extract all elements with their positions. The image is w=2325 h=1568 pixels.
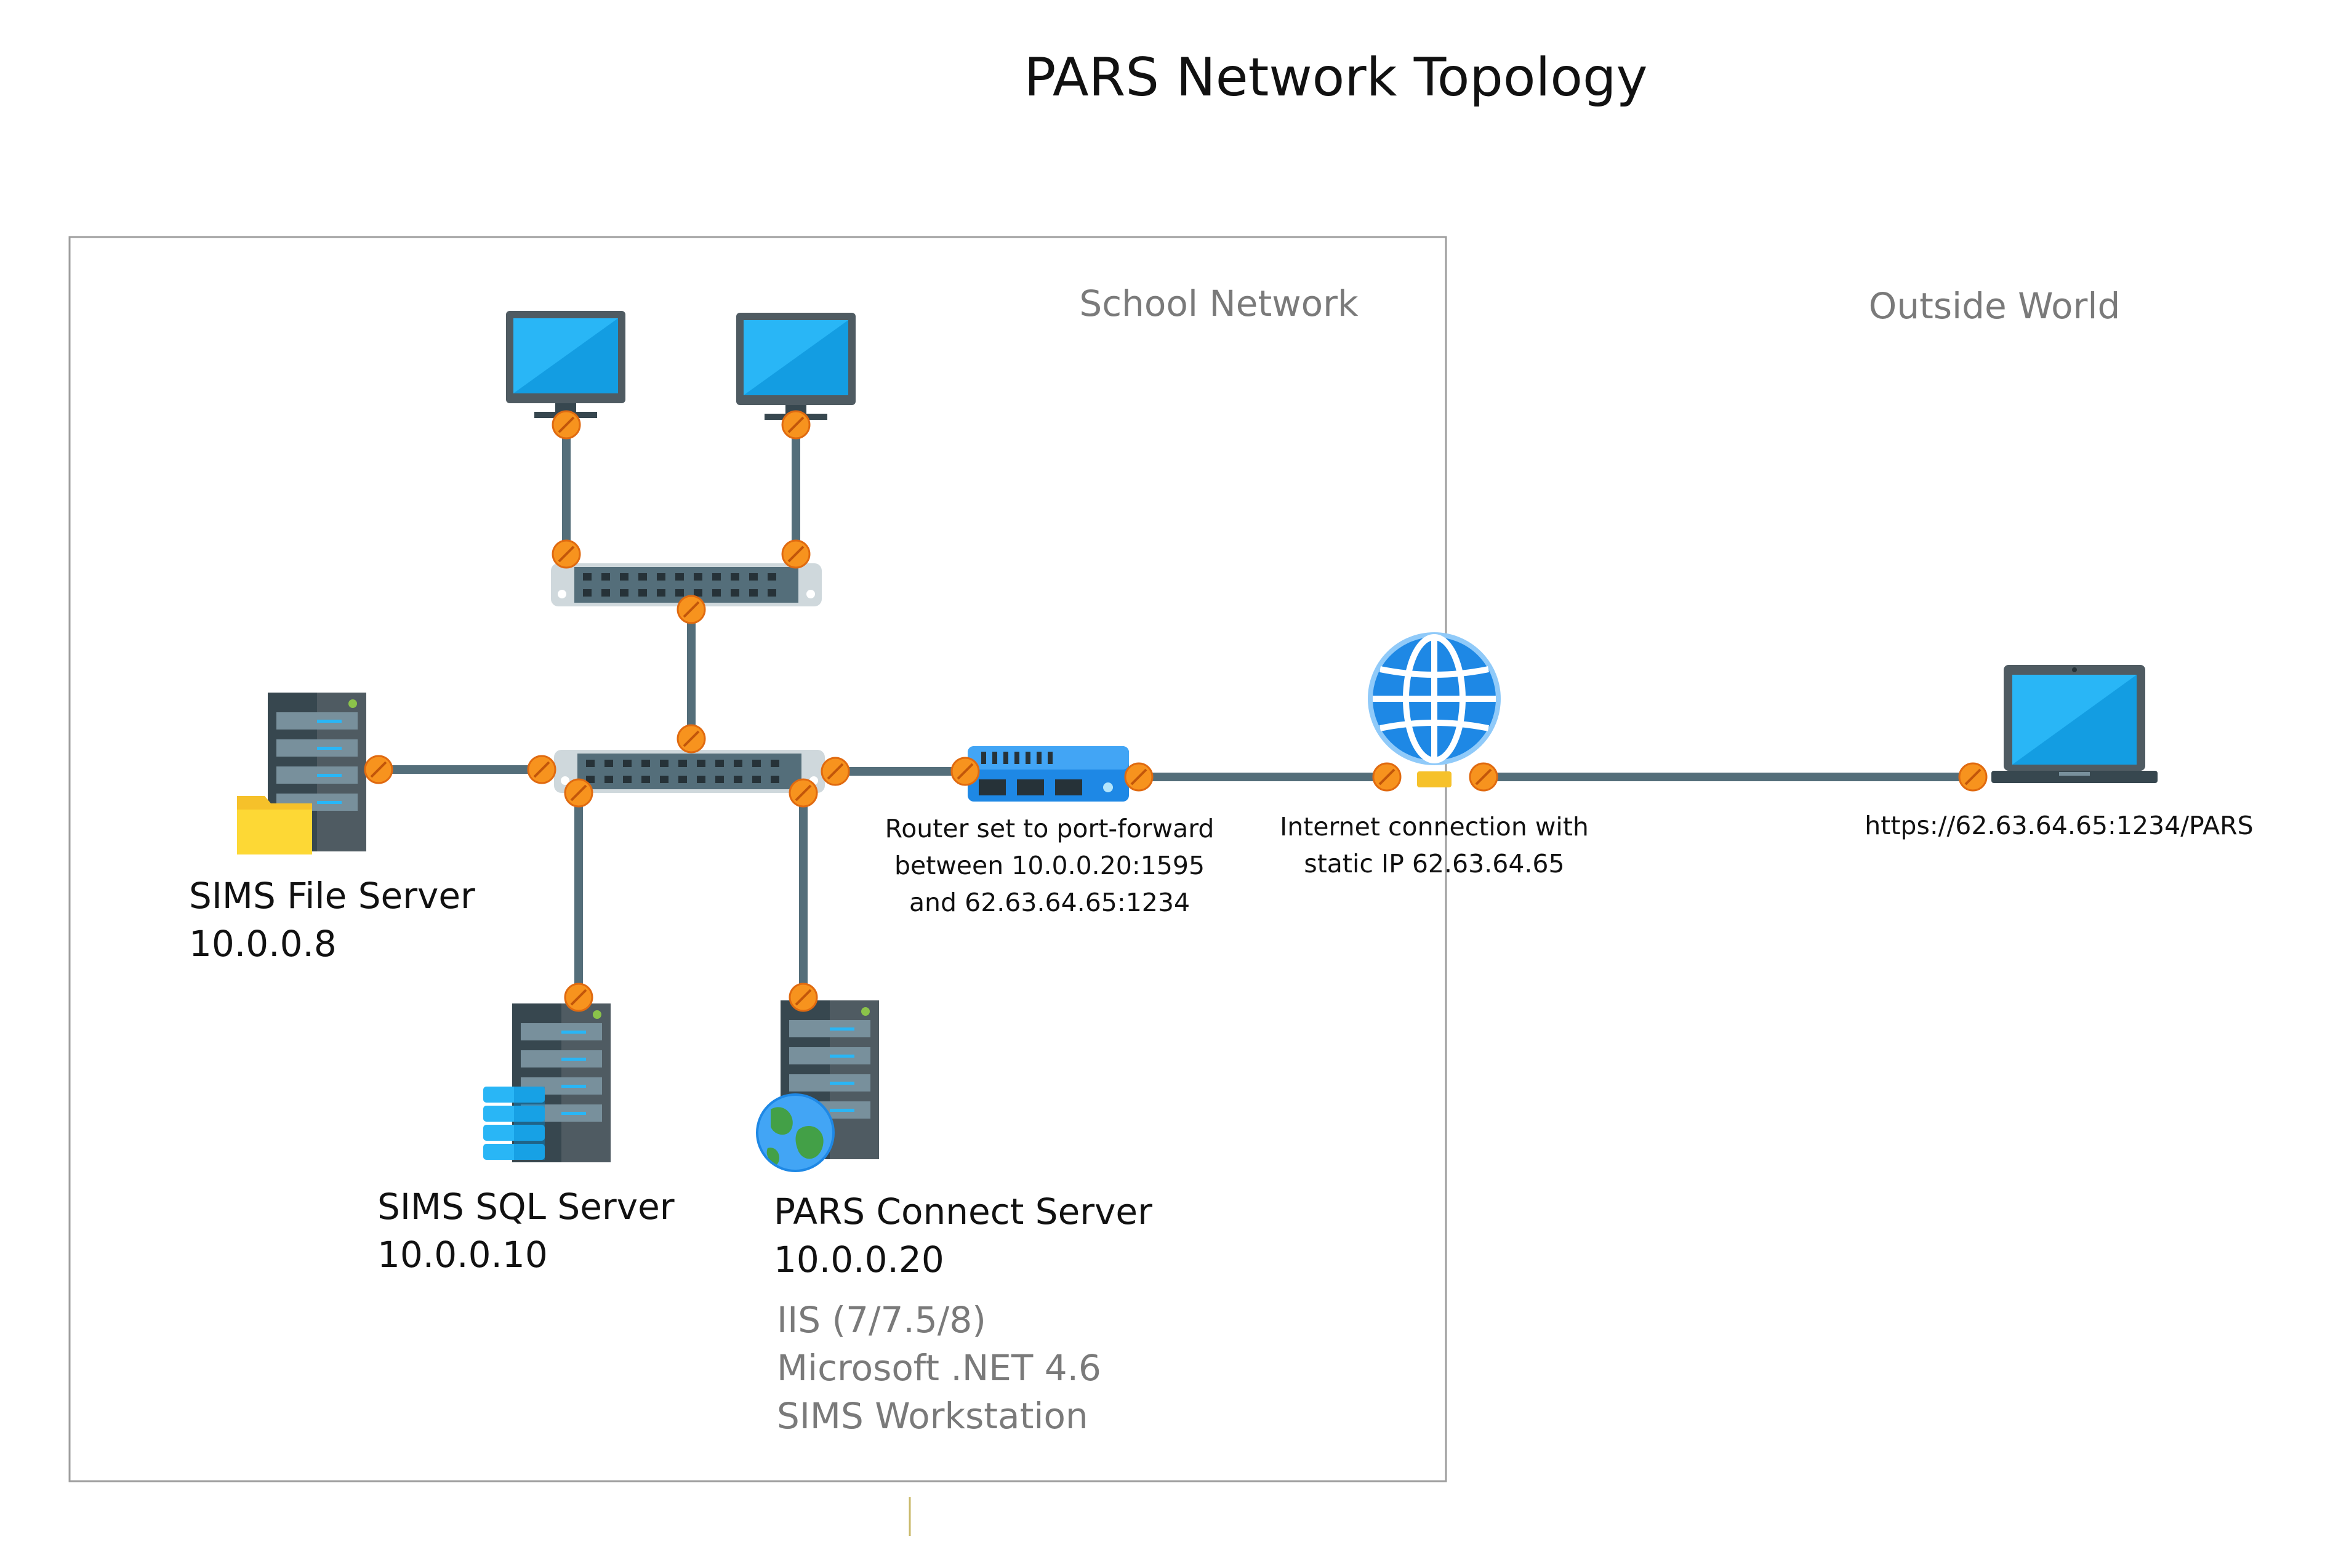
port-connector-icon [1958, 762, 1988, 792]
port-connector-icon [781, 410, 811, 440]
port-connectors [364, 410, 1988, 1012]
internet-note-line: Internet connection with [1280, 812, 1589, 842]
page-title: PARS Network Topology [1024, 47, 1647, 108]
pars-server-name: PARS Connect Server [774, 1191, 1152, 1232]
network-links [379, 425, 1973, 997]
school-network-label: School Network [1079, 283, 1359, 324]
internet-note-line: static IP 62.63.64.65 [1304, 849, 1564, 878]
sql-server: SIMS SQL Server 10.0.0.10 [377, 1003, 675, 1276]
folder-icon [237, 796, 312, 854]
port-connector-icon [564, 983, 593, 1012]
file-server-ip: 10.0.0.8 [189, 923, 337, 965]
outside-world-label: Outside World [1869, 285, 2121, 327]
globe-icon [756, 1093, 835, 1172]
school-network-zone [68, 236, 1447, 1482]
file-server-name: SIMS File Server [189, 875, 475, 917]
pars-connect-server: PARS Connect Server 10.0.0.20 IIS (7/7.5… [756, 1000, 1152, 1437]
file-server: SIMS File Server 10.0.0.8 [189, 693, 475, 965]
internet-globe-icon [1368, 632, 1501, 787]
router: Router set to port-forward between 10.0.… [885, 746, 1215, 917]
laptop-icon [1991, 665, 2158, 783]
port-connector-icon [781, 539, 811, 569]
pars-server-ip: 10.0.0.20 [774, 1239, 944, 1281]
pars-software-item: IIS (7/7.5/8) [777, 1299, 986, 1341]
port-connector-icon [552, 410, 581, 440]
port-connector-icon [1469, 762, 1498, 792]
sql-server-name: SIMS SQL Server [377, 1186, 675, 1228]
client-laptop: https://62.63.64.65:1234/PARS [1865, 665, 2254, 840]
sql-server-ip: 10.0.0.10 [377, 1234, 548, 1276]
port-connector-icon [364, 755, 393, 784]
port-connector-icon [527, 755, 556, 784]
switch-icon [554, 750, 825, 793]
port-connector-icon [821, 757, 850, 786]
port-connector-icon [789, 778, 818, 808]
database-icon [483, 1087, 545, 1160]
router-note-line: and 62.63.64.65:1234 [909, 888, 1190, 917]
port-connector-icon [677, 724, 706, 754]
port-connector-icon [1372, 762, 1402, 792]
monitor-icon [736, 313, 856, 420]
router-icon [968, 746, 1129, 802]
monitor-icon [506, 311, 625, 418]
port-connector-icon [789, 983, 818, 1012]
port-connector-icon [1124, 762, 1154, 792]
pars-software-item: SIMS Workstation [777, 1395, 1088, 1437]
port-connector-icon [677, 595, 706, 624]
router-note-line: between 10.0.0.20:1595 [894, 851, 1205, 880]
port-connector-icon [552, 539, 581, 569]
port-connector-icon [950, 757, 980, 786]
internet: Internet connection with static IP 62.63… [1280, 632, 1589, 878]
client-url[interactable]: https://62.63.64.65:1234/PARS [1865, 811, 2253, 840]
pars-software-item: Microsoft .NET 4.6 [777, 1347, 1101, 1389]
port-connector-icon [564, 778, 593, 808]
router-note-line: Router set to port-forward [885, 814, 1215, 843]
